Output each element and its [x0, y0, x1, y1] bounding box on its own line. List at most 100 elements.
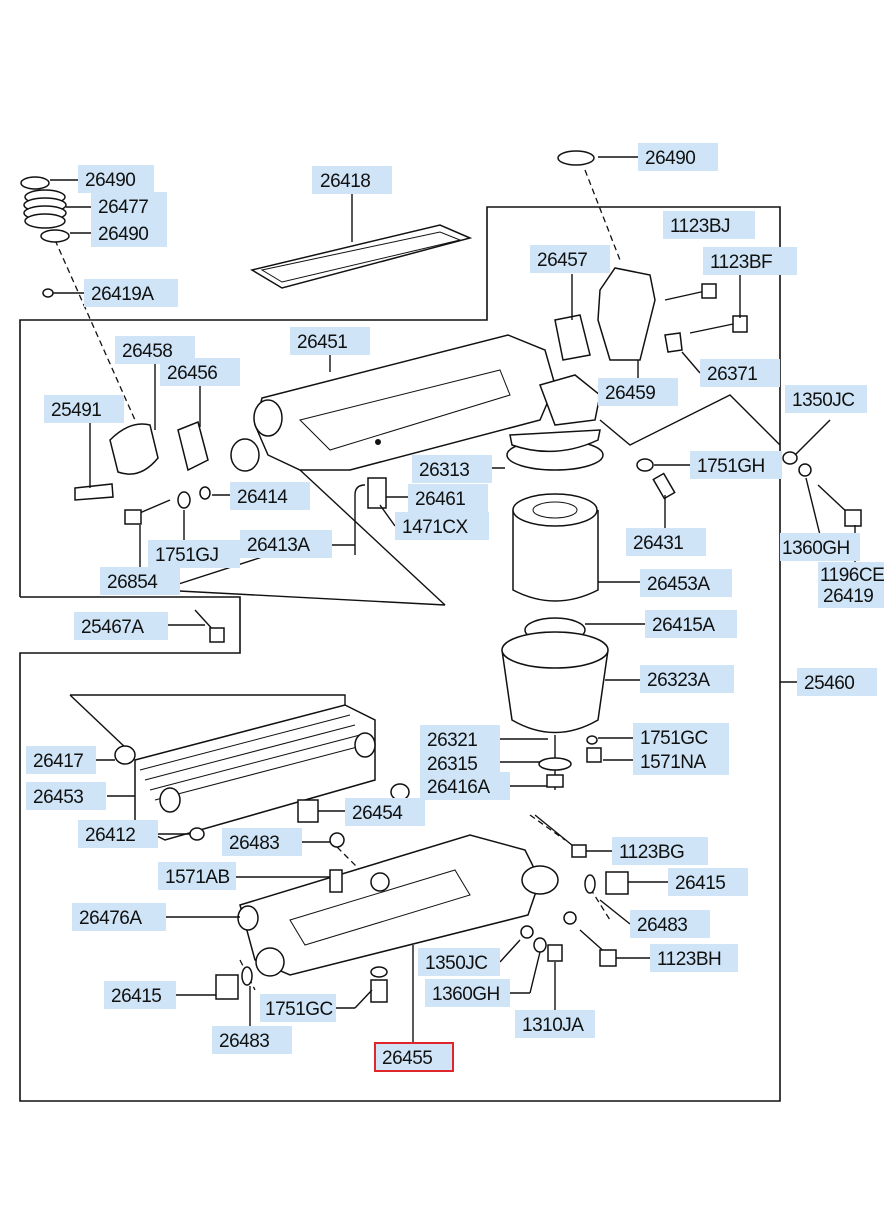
label-26454[interactable]: 26454 [345, 798, 425, 826]
svg-text:26453A: 26453A [647, 574, 710, 595]
label-26854[interactable]: 26854 [100, 567, 180, 595]
svg-text:26419A: 26419A [91, 284, 154, 305]
svg-text:26415: 26415 [675, 873, 725, 894]
label-26483-left[interactable]: 26483 [212, 1026, 292, 1054]
label-1571AB[interactable]: 1571AB [158, 862, 236, 890]
svg-text:26476A: 26476A [79, 908, 142, 929]
label-26490-lower[interactable]: 26490 [91, 219, 167, 247]
label-25467A[interactable]: 25467A [74, 612, 168, 640]
o-ring-26483-left [241, 966, 253, 986]
label-1123BH[interactable]: 1123BH [650, 944, 738, 972]
label-1751GC[interactable]: 1751GC [633, 723, 729, 751]
o-ring-26483-top [329, 832, 345, 848]
bellows-26477 [23, 189, 67, 229]
label-26451[interactable]: 26451 [290, 327, 370, 355]
label-1571NA[interactable]: 1571NA [633, 747, 729, 775]
label-26456[interactable]: 26456 [160, 358, 240, 386]
label-26414[interactable]: 26414 [230, 482, 310, 510]
label-26431[interactable]: 26431 [626, 528, 706, 556]
svg-text:26490: 26490 [645, 148, 695, 169]
label-26453[interactable]: 26453 [26, 782, 106, 810]
svg-text:26416A: 26416A [427, 777, 490, 798]
oil-cooler-core-26453 [134, 704, 376, 841]
filter-element-26453A [512, 493, 599, 602]
label-1751GC-lower[interactable]: 1751GC [260, 994, 336, 1022]
label-1350JC-right[interactable]: 1350JC [785, 385, 867, 413]
label-26415-left[interactable]: 26415 [104, 981, 176, 1009]
svg-text:1123BF: 1123BF [710, 252, 772, 273]
label-26453A[interactable]: 26453A [640, 569, 732, 597]
label-26476A[interactable]: 26476A [72, 903, 166, 931]
label-1471CX[interactable]: 1471CX [395, 512, 489, 540]
label-26417[interactable]: 26417 [26, 746, 96, 774]
label-26418[interactable]: 26418 [312, 166, 392, 194]
label-26323A[interactable]: 26323A [640, 665, 734, 693]
svg-text:26461: 26461 [415, 489, 465, 510]
label-1360GH-lower[interactable]: 1360GH [425, 979, 510, 1007]
label-26371[interactable]: 26371 [700, 359, 780, 387]
o-ring-26483-right [584, 874, 596, 894]
svg-text:26415A: 26415A [652, 615, 715, 636]
svg-text:26321: 26321 [427, 730, 477, 751]
svg-text:26419: 26419 [823, 586, 873, 607]
label-26412[interactable]: 26412 [78, 820, 158, 848]
o-ring-26490-right [557, 150, 595, 166]
label-26457[interactable]: 26457 [530, 245, 610, 273]
label-26413A[interactable]: 26413A [240, 530, 332, 558]
washer-1751GJ [177, 491, 191, 509]
label-26321[interactable]: 26321 [420, 725, 500, 753]
fitting-26455 [370, 979, 388, 1003]
plug-26415-right [605, 871, 629, 895]
label-1751GJ[interactable]: 1751GJ [148, 540, 240, 568]
svg-text:1310JA: 1310JA [522, 1015, 584, 1036]
washer-1350JC [520, 925, 534, 939]
label-26415A[interactable]: 26415A [645, 610, 737, 638]
label-26461[interactable]: 26461 [408, 484, 488, 512]
label-25460[interactable]: 25460 [797, 668, 877, 696]
washer-1350JC-right [782, 451, 798, 465]
label-1360GH-right[interactable]: 1360GH [780, 533, 860, 561]
label-26419[interactable]: 26419 [818, 584, 884, 608]
svg-text:26313: 26313 [419, 460, 469, 481]
sensor-26431 [652, 472, 676, 500]
svg-text:1751GC: 1751GC [265, 999, 333, 1020]
svg-text:26412: 26412 [85, 825, 135, 846]
label-1310JA[interactable]: 1310JA [515, 1010, 595, 1038]
label-1751GH[interactable]: 1751GH [690, 451, 782, 479]
label-25491[interactable]: 25491 [44, 395, 124, 423]
svg-text:1751GJ: 1751GJ [155, 545, 219, 566]
label-26415-right[interactable]: 26415 [668, 868, 748, 896]
label-26483-top[interactable]: 26483 [222, 828, 302, 856]
svg-text:1350JC: 1350JC [425, 953, 488, 974]
bolt-1123BF [689, 315, 748, 334]
label-1196CE[interactable]: 1196CE [818, 562, 885, 586]
nut-1310JA [547, 944, 563, 962]
label-26313[interactable]: 26313 [412, 455, 492, 483]
label-1123BG[interactable]: 1123BG [612, 837, 708, 865]
oil-cooler-housing-26476A [237, 834, 559, 977]
bolt-1123BG [534, 814, 587, 858]
elbow-26459 [597, 267, 656, 361]
label-26416A[interactable]: 26416A [420, 772, 510, 800]
label-26490-right[interactable]: 26490 [638, 143, 718, 171]
label-26455-highlighted[interactable]: 26455 [374, 1042, 454, 1072]
svg-text:26477: 26477 [98, 197, 148, 218]
svg-text:26315: 26315 [427, 754, 477, 775]
label-1123BF[interactable]: 1123BF [703, 247, 797, 275]
label-26483-right[interactable]: 26483 [630, 910, 710, 938]
svg-text:26456: 26456 [167, 363, 217, 384]
label-1350JC-lower[interactable]: 1350JC [418, 948, 500, 976]
svg-text:26451: 26451 [297, 332, 347, 353]
washer-right-a [563, 911, 577, 925]
svg-text:1350JC: 1350JC [792, 390, 855, 411]
bolt-1123BH [579, 929, 617, 967]
label-1123BJ[interactable]: 1123BJ [663, 211, 755, 239]
label-26477[interactable]: 26477 [91, 192, 167, 220]
parts [20, 150, 862, 1003]
label-26419A[interactable]: 26419A [84, 279, 178, 307]
label-26459[interactable]: 26459 [598, 378, 678, 406]
label-26490-top[interactable]: 26490 [78, 165, 154, 193]
svg-text:26490: 26490 [85, 170, 135, 191]
frame-lines [19, 206, 781, 1102]
